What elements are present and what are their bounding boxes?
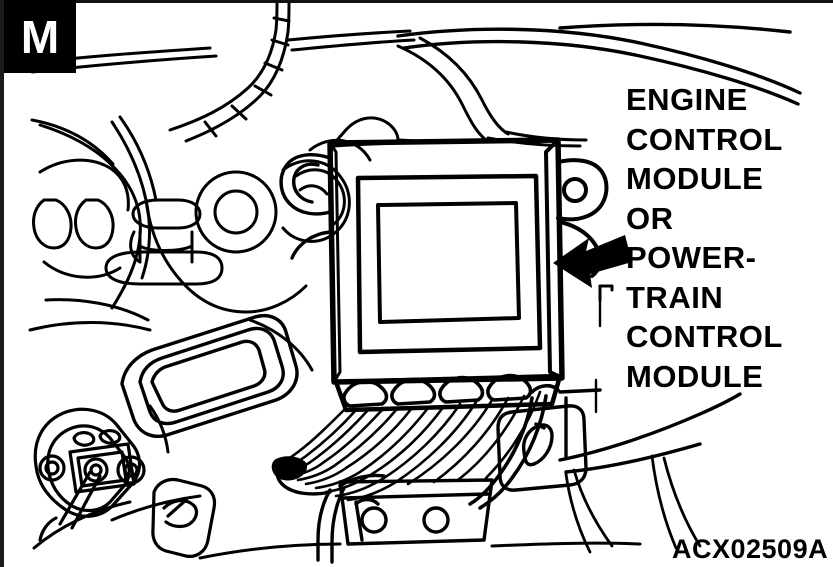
round-boss-right: [281, 159, 351, 243]
corner-artifact: [598, 284, 614, 302]
engine-control-module-housing: [327, 137, 565, 385]
callout-line-8: MODULE: [626, 358, 764, 394]
callout-line-5: POWER-: [626, 240, 757, 275]
callout-line-2: CONTROL: [626, 121, 783, 157]
support-bracket: [496, 404, 588, 492]
corrugated-conduit: [168, 1, 291, 143]
callout-line-7: CONTROL: [626, 319, 783, 354]
bottom-contours: [198, 541, 642, 560]
scan-border-top: [0, 0, 833, 3]
callout-line-6: TRAIN: [626, 279, 724, 315]
callout-label: ENGINE CONTROL MODULE OR POWER- TRAIN CO…: [626, 80, 833, 396]
callout-line-4: OR: [626, 200, 674, 236]
arrow-left-icon: [553, 235, 632, 288]
figure-reference-code: ACX02509A: [672, 534, 829, 564]
round-boss-large: [194, 170, 278, 254]
lower-flap-left: [151, 477, 217, 558]
right-edge-line: [594, 298, 602, 414]
scan-border-left: [0, 0, 4, 567]
grommet-openings: [32, 158, 130, 279]
center-plug-stack: [104, 198, 224, 286]
callout-line-3: MODULE: [626, 161, 764, 196]
cowl-band: [396, 36, 588, 148]
figure-badge: M: [4, 0, 76, 73]
mounting-bracket: [33, 407, 146, 542]
harness-tip: [271, 456, 308, 481]
upper-body-contours: [28, 29, 416, 74]
right-lower-hatching: [564, 454, 702, 554]
ecm-connectors: [333, 373, 563, 413]
lower-left-contours: [32, 404, 202, 550]
right-side-contours: [558, 388, 742, 474]
ecm-mounting-tab-left: [279, 153, 332, 260]
access-panel-opening: [120, 313, 299, 439]
callout-line-1: ENGINE: [626, 82, 748, 117]
lower-console-left-rail: [316, 486, 346, 564]
cowl-hump: [336, 116, 420, 143]
cowl-sweep-lines: [396, 22, 802, 106]
lower-console: [338, 473, 494, 546]
